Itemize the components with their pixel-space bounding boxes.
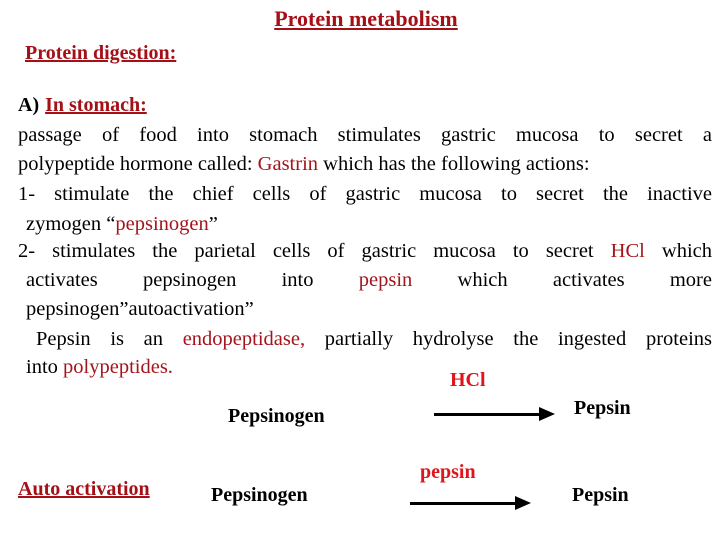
action-1-line-2: zymogen “pepsinogen” [26, 213, 218, 235]
term-hcl: HCl [610, 240, 645, 262]
term-endopeptidase: endopeptidase, [182, 328, 306, 350]
reaction-1-arrow-icon [434, 407, 555, 421]
term-pepsinogen: pepsinogen [115, 213, 209, 235]
page-title: Protein metabolism [274, 6, 458, 31]
intro-line-1: passage of food into stomach stimulates … [18, 124, 712, 146]
term-pepsin: pepsin [358, 269, 413, 291]
auto-activation-label: Auto activation [18, 478, 150, 500]
section-marker: A) [18, 94, 40, 116]
reaction-1-substrate: Pepsinogen [228, 405, 325, 427]
reaction-2-product: Pepsin [572, 484, 629, 506]
intro-line-2: polypeptide hormone called: Gastrin whic… [18, 153, 590, 175]
term-gastrin: Gastrin [257, 153, 319, 175]
action-1-line-1: 1- stimulate the chief cells of gastric … [18, 183, 712, 205]
pepsin-note-line-2: into polypeptides. [26, 356, 173, 378]
pepsin-note-line-1: Pepsin is an endopeptidase, partially hy… [36, 328, 712, 350]
reaction-1-product: Pepsin [574, 397, 631, 419]
reaction-2-catalyst: pepsin [420, 461, 476, 483]
subtitle: Protein digestion: [25, 42, 177, 64]
term-polypeptides: polypeptides. [63, 356, 173, 378]
reaction-1-catalyst: HCl [450, 369, 486, 391]
action-2-line-3: pepsinogen”autoactivation” [26, 298, 254, 320]
section-title: In stomach: [45, 94, 147, 116]
reaction-2-arrow-icon [410, 496, 531, 510]
reaction-2-substrate: Pepsinogen [211, 484, 308, 506]
section-heading: A)In stomach: [18, 94, 147, 117]
action-2-line-1: 2- stimulates the parietal cells of gast… [18, 240, 712, 262]
